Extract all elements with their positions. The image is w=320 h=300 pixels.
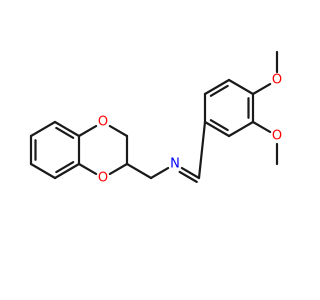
oxygen-atom-label-o3: O xyxy=(272,73,282,88)
bond-o2-a4 xyxy=(77,162,98,176)
nitrogen-atom-label-n1: N xyxy=(170,157,180,172)
oxygen-atom-label-o1: O xyxy=(98,115,108,130)
bond-a2-a3 xyxy=(29,162,57,180)
bond-c10-c17 xyxy=(197,120,207,180)
bond-a5-a6-second xyxy=(55,126,75,139)
bond-a5-a6 xyxy=(53,120,81,138)
bond-c17-c12-second xyxy=(209,119,229,132)
bond-c15-c16-second xyxy=(209,84,229,97)
atom-label-layer: O O N O O xyxy=(98,73,282,186)
bond-c8-o2 xyxy=(108,162,129,176)
oxygen-atom-label-o4: O xyxy=(272,129,282,144)
bond-a5-o1 xyxy=(77,124,98,138)
bond-n1-c10-second xyxy=(178,170,198,183)
structure-diagram: O O N O O xyxy=(29,50,282,186)
bond-c9-n1 xyxy=(149,166,170,180)
oxygen-atom-label-o2: O xyxy=(98,171,108,186)
bond-a3-a4-second xyxy=(55,161,75,174)
bond-c14-c15 xyxy=(227,78,255,96)
bond-a3-a4 xyxy=(53,162,81,180)
bond-c13-o4 xyxy=(251,120,272,134)
bond-c12-c13 xyxy=(227,120,255,138)
bond-n1-c10 xyxy=(180,166,201,180)
bond-c14-o3 xyxy=(251,82,272,96)
bond-layer xyxy=(29,50,279,183)
bond-a6-a1 xyxy=(29,120,57,138)
bond-o1-c7 xyxy=(108,124,129,138)
bond-c17-c12 xyxy=(203,120,231,138)
molecule-canvas: O O N O O xyxy=(29,50,282,186)
bond-c8-c9 xyxy=(125,162,153,180)
bond-c15-c16 xyxy=(203,78,231,96)
